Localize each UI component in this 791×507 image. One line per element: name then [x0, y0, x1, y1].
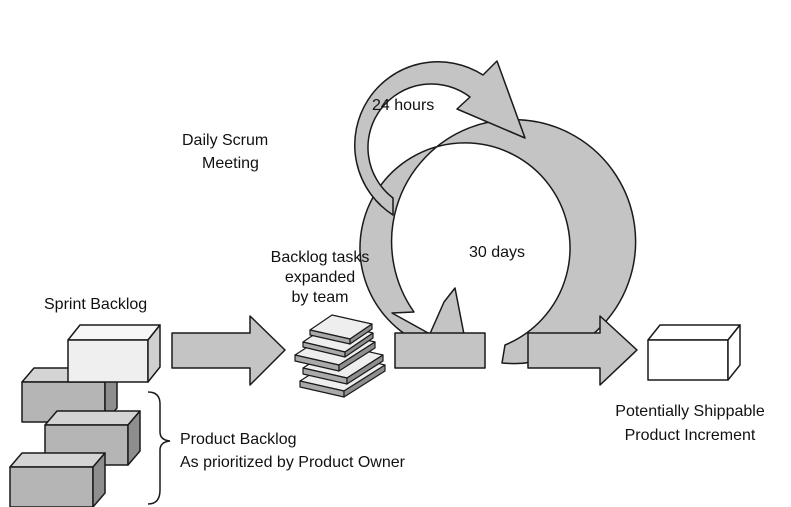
cycle-24-hours-label: 24 hours — [372, 97, 435, 114]
cycle-24-hours-arrow — [354, 60, 526, 216]
task-sheet — [309, 314, 373, 345]
increment-label-1: Potentially Shippable — [615, 403, 765, 420]
daily-scrum-label-2: Meeting — [202, 155, 259, 172]
backlog-tasks-label-2: expanded — [284, 269, 356, 286]
cycle-30-days-label: 30 days — [469, 244, 526, 261]
product-backlog-boxes — [9, 367, 141, 507]
increment-label-2: Product Increment — [624, 427, 756, 444]
backlog-tasks-label-1: Backlog tasks — [270, 249, 370, 266]
backlog-tasks-label-3: by team — [291, 289, 349, 306]
product-backlog-subtitle: As prioritized by Product Owner — [180, 454, 405, 471]
sprint-backlog-label: Sprint Backlog — [44, 296, 148, 313]
sprint-backlog-box — [67, 324, 161, 383]
tasks-to-sprint-arrow — [394, 332, 486, 369]
product-backlog-box — [9, 452, 106, 507]
sprint-to-increment-arrow — [527, 315, 638, 386]
daily-scrum-label-1: Daily Scrum — [182, 132, 269, 149]
product-increment-box — [647, 324, 741, 381]
sprint-to-tasks-arrow — [171, 315, 286, 386]
cycle-30-days-arrow — [359, 118, 637, 365]
product-backlog-brace — [147, 391, 171, 505]
backlog-task-sheets — [294, 314, 386, 398]
product-backlog-label: Product Backlog — [180, 431, 297, 448]
